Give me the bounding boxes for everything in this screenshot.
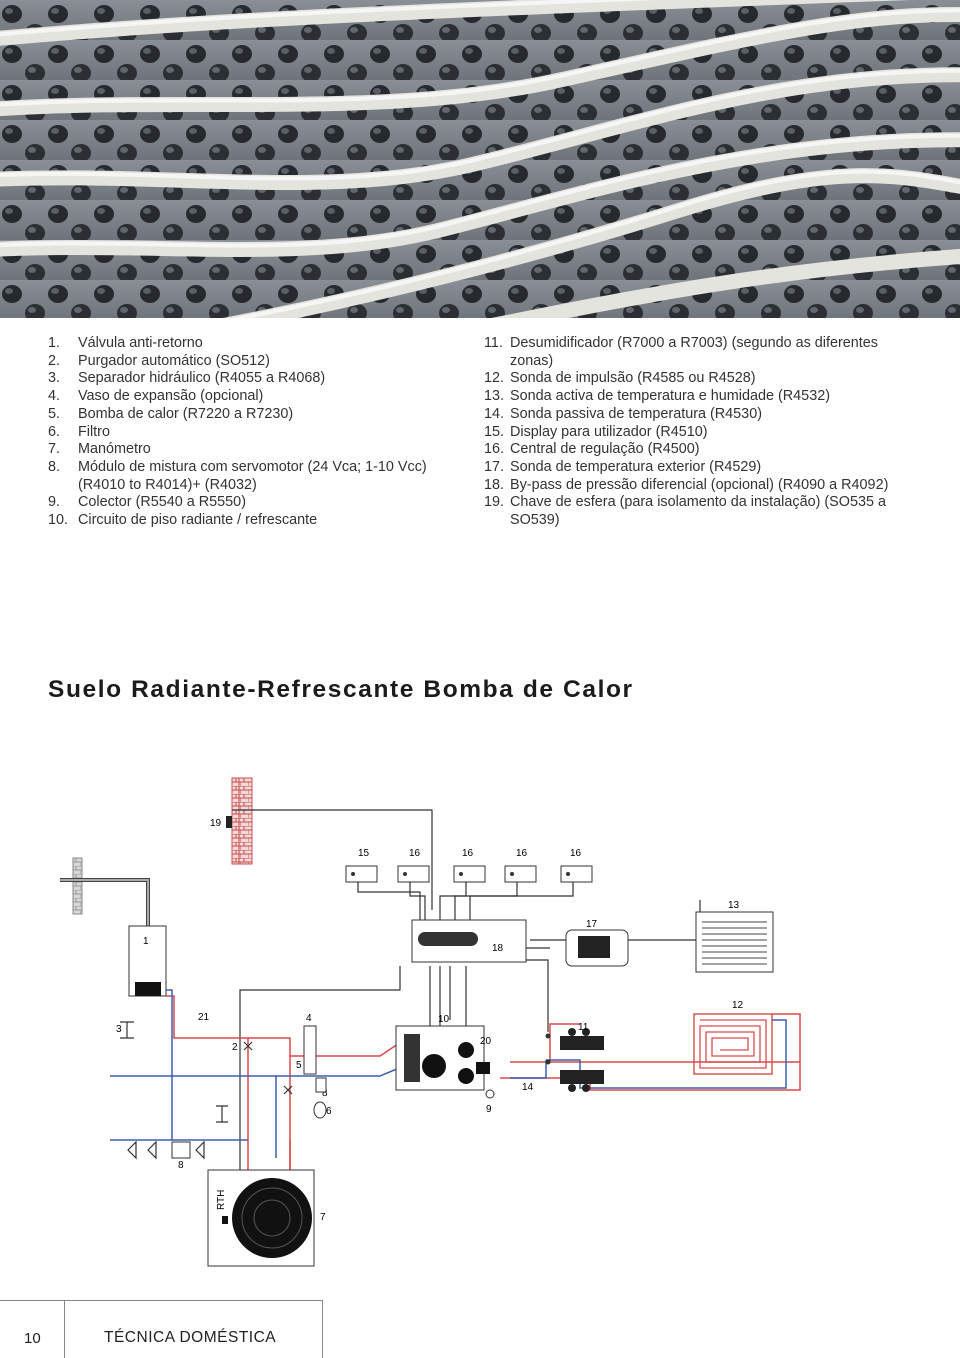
floor-heating-photo [0, 0, 960, 318]
legend-item: 3.Separador hidráulico (R4055 a R4068) [48, 370, 326, 387]
legend-item: 2.Purgador automático (SO512) [48, 352, 270, 369]
legend-item: 13.Sonda activa de temperatura e humidad… [484, 388, 830, 405]
callout-4: 4 [306, 1013, 312, 1024]
legend-item: 9.Colector (R5540 a R5550) [48, 494, 246, 511]
callout-16: 16 [409, 848, 421, 859]
section-title: Suelo Radiante-Refrescante Bomba de Calo… [48, 676, 634, 703]
legend-item: 1.Válvula anti-retorno [48, 335, 203, 351]
legend-item: 12.Sonda de impulsão (R4585 ou R4528) [484, 370, 756, 387]
callout-14: 14 [522, 1082, 534, 1093]
filter-icon [171, 1141, 191, 1159]
callout-1: 1 [143, 936, 149, 947]
callout-13: 13 [728, 900, 740, 911]
sensor-group [345, 865, 593, 883]
callout-18: 18 [492, 943, 504, 954]
legend-item: 14.Sonda passiva de temperatura (R4530) [484, 405, 762, 422]
legend-item: 8.Módulo de mistura com servomotor (24 V… [48, 458, 427, 493]
footer-rule [0, 1300, 322, 1301]
footer-rule [322, 1300, 323, 1358]
legend-left-list: 1.Válvula anti-retorno 2.Purgador automá… [48, 335, 468, 530]
section-name: TÉCNICA DOMÉSTICA [104, 1329, 277, 1346]
callout-rth: RTH [216, 1190, 227, 1210]
expansion-vessel [303, 1025, 317, 1075]
callout-19: 19 [210, 818, 222, 829]
callout-8: 8 [322, 1088, 328, 1099]
callout-5: 5 [296, 1060, 302, 1071]
legend-item: 4.Vaso de expansão (opcional) [48, 388, 264, 405]
callout-20: 20 [480, 1036, 492, 1047]
ball-valve-icon [226, 816, 232, 828]
callout-16: 16 [462, 848, 474, 859]
callout-16: 16 [570, 848, 582, 859]
legend-item: 11.Desumidificador (R7000 a R7003) (segu… [484, 335, 878, 369]
callout-15: 15 [358, 848, 370, 859]
callout-11: 11 [578, 1022, 589, 1033]
legend-item: 18.By-pass de pressão diferencial (opcio… [484, 476, 889, 493]
callout-7: 7 [320, 1212, 326, 1223]
legend-item: 19.Chave de esfera (para isolamento da i… [484, 494, 886, 529]
manifold [560, 1028, 604, 1092]
callout-9: 9 [486, 1104, 492, 1115]
callout-17: 17 [586, 919, 598, 930]
callout-16: 16 [516, 848, 528, 859]
chimney [72, 857, 83, 915]
callout-10: 10 [438, 1014, 450, 1025]
legend-item: 7.Manómetro [48, 441, 151, 458]
callout-8: 8 [178, 1160, 184, 1171]
callout-12: 12 [732, 1000, 744, 1011]
legend-item: 17.Sonda de temperatura exterior (R4529) [484, 458, 762, 475]
legend-item: 5.Bomba de calor (R7220 a R7230) [48, 405, 294, 422]
legend-item: 6.Filtro [48, 423, 110, 440]
footer-rule [64, 1300, 65, 1358]
floor-loop [693, 1013, 773, 1075]
callout-2: 2 [232, 1042, 238, 1053]
wall-column [238, 777, 253, 865]
bypass-valve [476, 1062, 490, 1074]
dehumidifier-unit [695, 911, 774, 973]
page-number: 10 [24, 1330, 41, 1347]
legend-item: 10.Circuito de piso radiante / refrescan… [48, 512, 318, 529]
callout-21: 21 [198, 1012, 210, 1023]
legend-item: 16.Central de regulação (R4500) [484, 441, 700, 458]
legend-right-list: 11.Desumidificador (R7000 a R7003) (segu… [484, 335, 894, 530]
callout-3: 3 [116, 1024, 122, 1035]
callout-6: 6 [326, 1106, 332, 1117]
installation-schematic: 19 1 15 16 16 16 16 [60, 777, 801, 1267]
legend-item: 15.Display para utilizador (R4510) [484, 423, 708, 440]
